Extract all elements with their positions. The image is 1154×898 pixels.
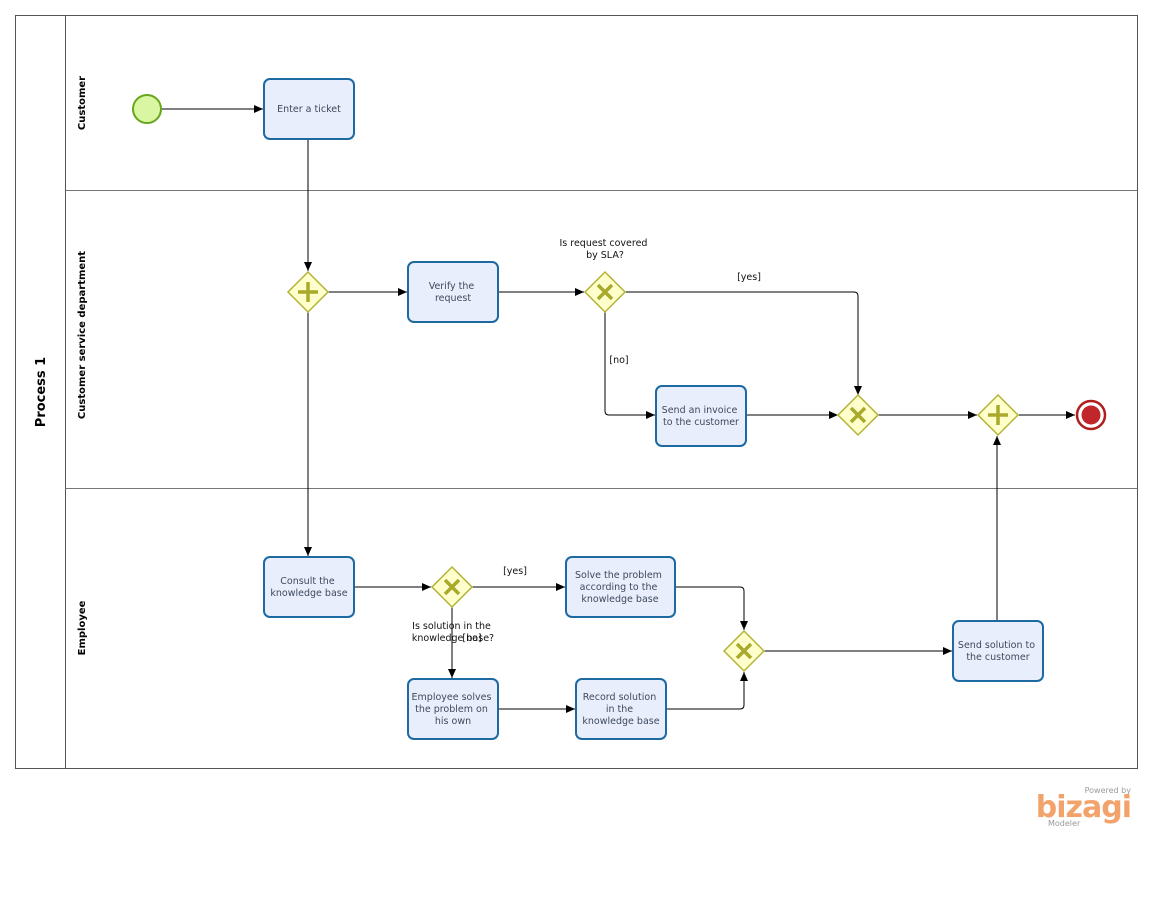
flow-sla-yes — [625, 291, 862, 395]
pool-title: Process 1 — [34, 357, 49, 427]
lane-employee: Employee — [77, 600, 88, 655]
pool: Process 1 — [15, 15, 1138, 769]
task-send-solution[interactable]: Send solution to the customer — [952, 620, 1044, 682]
parallel-gateway-join-icon[interactable] — [976, 393, 1020, 437]
start-event-icon[interactable] — [132, 94, 162, 124]
task-solve-own-label: Employee solves the problem on his own — [412, 692, 495, 727]
task-send-invoice-label: Send an invoice to the customer — [662, 405, 741, 428]
lane-labels: Customer Customer service department Emp… — [77, 76, 88, 656]
flow-record-to-merge — [666, 672, 748, 710]
flow-label-kb-yes: [yes] — [503, 566, 527, 577]
flow-sla-no — [604, 312, 655, 419]
task-enter-ticket[interactable]: Enter a ticket — [263, 78, 355, 140]
task-send-solution-label: Send solution to the customer — [958, 640, 1038, 663]
task-verify-request[interactable]: Verify the request — [407, 261, 499, 323]
gateway-sla-label: Is request covered by SLA? — [559, 238, 650, 261]
task-solve-kb[interactable]: Solve the problem according to the knowl… — [565, 556, 676, 618]
sequence-flows — [161, 105, 1075, 713]
task-consult-kb-label: Consult the knowledge base — [270, 576, 347, 599]
task-verify-request-label: Verify the request — [429, 281, 478, 304]
exclusive-gateway-sla-icon[interactable] — [583, 270, 627, 314]
parallel-gateway-split-icon[interactable] — [286, 270, 330, 314]
gateway-kb-label: Is solution in the knowledge base? — [412, 621, 494, 644]
lane-customer: Customer — [77, 76, 88, 130]
task-consult-kb[interactable]: Consult the knowledge base — [263, 556, 355, 618]
task-record-solution-label: Record solution in the knowledge base — [582, 692, 659, 727]
exclusive-gateway-kb-icon[interactable] — [430, 565, 474, 609]
lane-customer-service: Customer service department — [77, 251, 88, 419]
exclusive-gateway-merge-service-icon[interactable] — [836, 393, 880, 437]
flow-solvekb-to-merge — [675, 586, 748, 630]
watermark-brand: bizagi — [1036, 790, 1131, 825]
task-record-solution[interactable]: Record solution in the knowledge base — [575, 678, 667, 740]
task-solve-own[interactable]: Employee solves the problem on his own — [407, 678, 499, 740]
watermark-powered: Powered by — [1085, 786, 1132, 795]
end-event-icon[interactable] — [1075, 399, 1107, 431]
watermark-product: Modeler — [1048, 819, 1081, 828]
exclusive-gateway-merge-employee-icon[interactable] — [722, 629, 766, 673]
bizagi-watermark: Powered by bizagi Modeler — [1036, 786, 1132, 828]
flow-label-sla-yes: [yes] — [737, 272, 761, 283]
flow-label-kb-no: [no] — [462, 633, 481, 644]
flow-label-sla-no: [no] — [609, 355, 628, 366]
task-enter-ticket-label: Enter a ticket — [277, 104, 341, 115]
task-send-invoice[interactable]: Send an invoice to the customer — [655, 385, 747, 447]
task-solve-kb-label: Solve the problem according to the knowl… — [575, 570, 665, 605]
